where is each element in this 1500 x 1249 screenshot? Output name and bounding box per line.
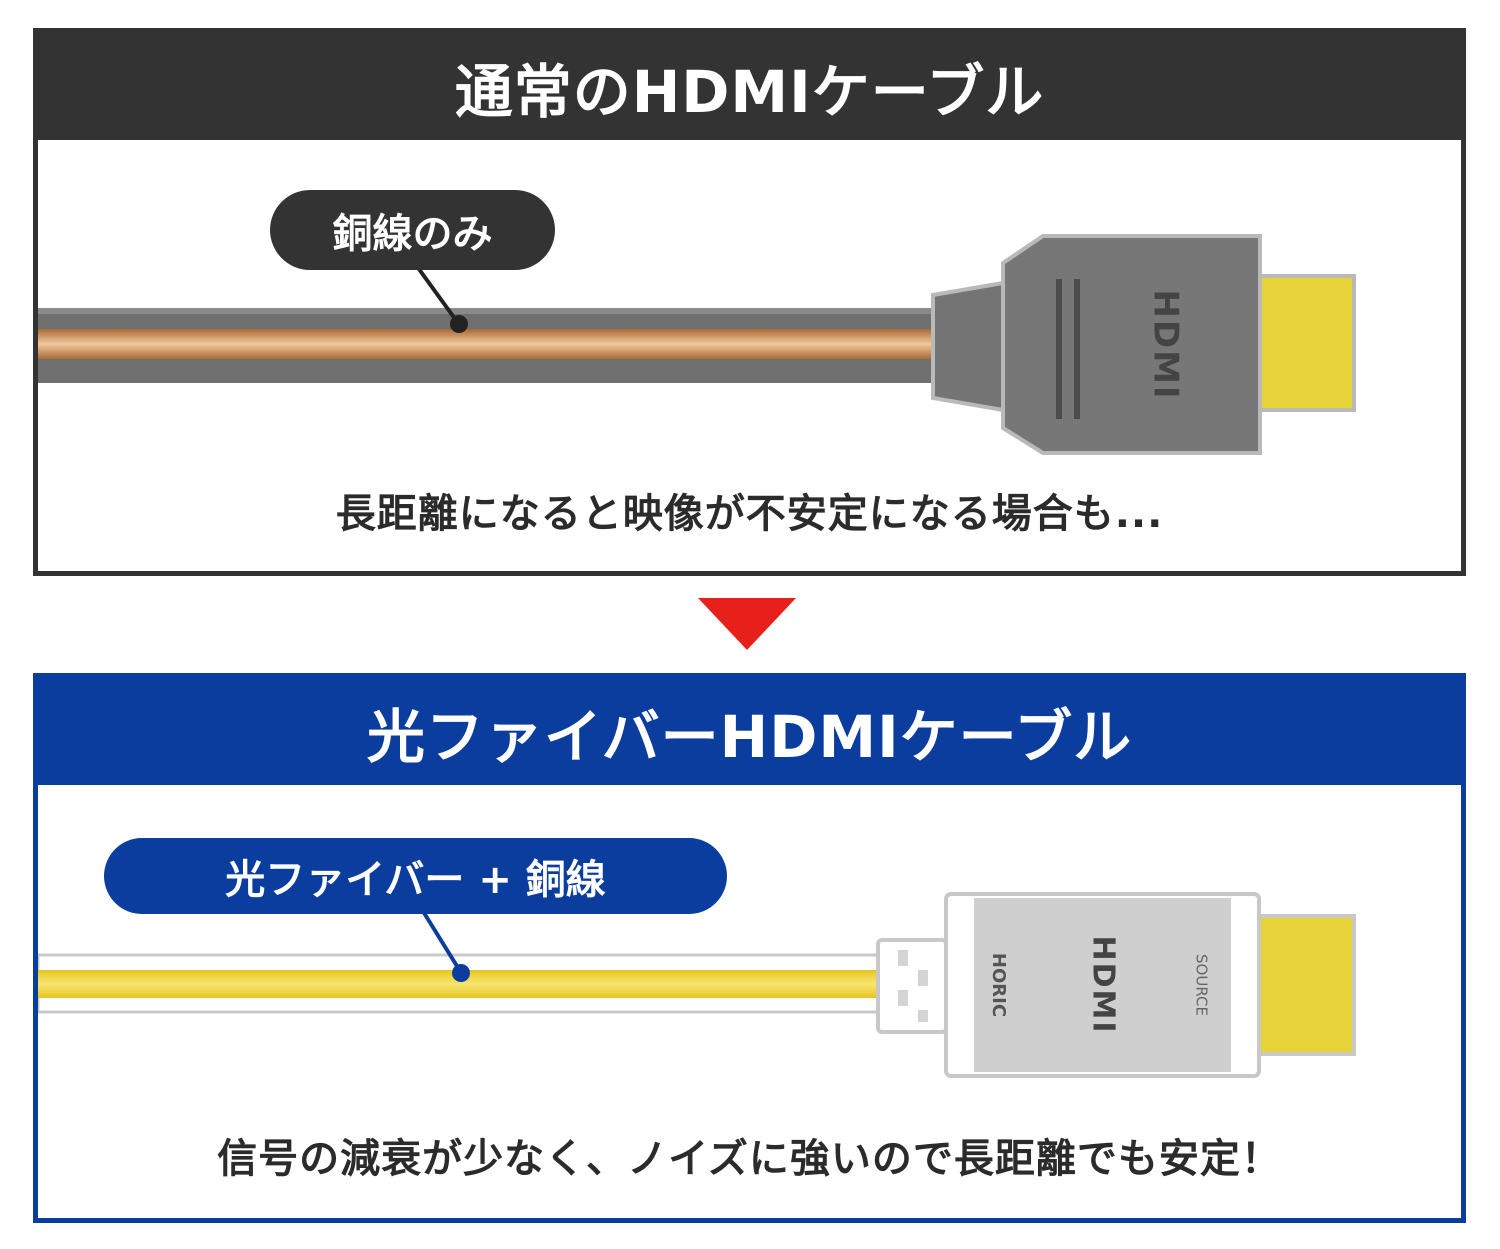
standard-hdmi-title: 通常のHDMIケーブル: [38, 33, 1461, 140]
horic-logo: HORIC: [988, 953, 1009, 1017]
standard-cable-sheath-edge: [38, 308, 938, 314]
standard-hdmi-illustration: HDMI: [38, 234, 1356, 455]
standard-hdmi-caption: 長距離になると映像が不安定になる場合も...: [335, 491, 1164, 537]
standard-connector-groove-2: [1074, 279, 1080, 419]
copper-pointer-line: [414, 263, 460, 325]
copper-only-label: 銅線のみ: [270, 190, 555, 270]
fiber-connector-relief: [876, 938, 948, 1034]
fiber-connector-face: [974, 898, 1231, 1072]
relief-notch-4: [918, 1010, 928, 1022]
fiber-hdmi-illustration: HORIC HDMI SOURCE: [38, 892, 1356, 1078]
relief-notch-3: [898, 990, 908, 1006]
standard-connector-plug: [1258, 274, 1356, 412]
relief-notch-2: [918, 970, 928, 986]
relief-notch-1: [898, 950, 908, 966]
fiber-connector-plug: [1257, 914, 1356, 1056]
source-label: SOURCE: [1193, 954, 1211, 1016]
fiber-hdmi-logo: HDMI: [1086, 935, 1121, 1034]
standard-connector-boot: [931, 280, 1005, 413]
standard-connector-body: [1001, 234, 1262, 455]
fiber-hdmi-caption: 信号の減衰が少なく、ノイズに強いので長距離でも安定！: [217, 1136, 1282, 1182]
copper-pointer-dot: [450, 315, 468, 333]
fiber-hdmi-title: 光ファイバーHDMIケーブル: [38, 678, 1461, 785]
fiber-pointer-dot: [452, 964, 470, 982]
down-arrow-icon: [698, 598, 796, 650]
fiber-hdmi-panel: 光ファイバーHDMIケーブル HORIC HDMI SOURCE 光ファイ: [33, 673, 1466, 1223]
standard-hdmi-logo: HDMI: [1146, 289, 1186, 400]
standard-connector-groove: [1056, 279, 1062, 419]
fiber-pointer-line: [419, 906, 462, 973]
standard-hdmi-panel: 通常のHDMIケーブル HDMI 銅線のみ 長距離になると映像が不安定になる場合…: [33, 28, 1466, 576]
copper-wire: [38, 329, 938, 359]
fiber-plus-copper-label: 光ファイバー + 銅線: [104, 838, 727, 914]
